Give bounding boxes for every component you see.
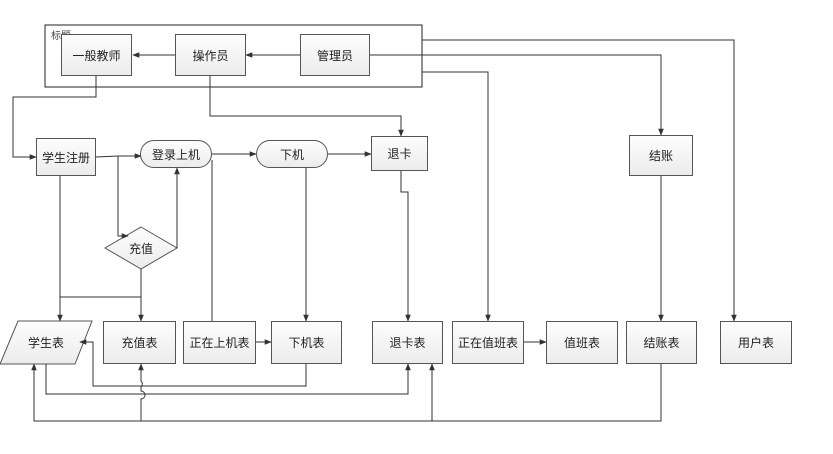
node-refund-table[interactable]: 退卡表 bbox=[372, 321, 443, 364]
edge-admin-ondutytable bbox=[422, 71, 491, 322]
student-table-shape bbox=[0, 320, 93, 365]
edge-studenttable-refundtable bbox=[45, 363, 411, 395]
roles-group-frame bbox=[44, 24, 423, 88]
node-student-table[interactable]: 学生表 bbox=[27, 336, 64, 350]
node-user-table[interactable]: 用户表 bbox=[720, 321, 792, 364]
edge-loop-rechargetable bbox=[138, 363, 146, 421]
node-checkout-table[interactable]: 结账表 bbox=[626, 321, 697, 364]
node-recharge[interactable]: 充值 bbox=[128, 241, 153, 256]
node-student-register[interactable]: 学生注册 bbox=[36, 138, 96, 176]
node-recharge-table[interactable]: 充值表 bbox=[103, 321, 176, 364]
edge-refund-refundtable bbox=[400, 171, 411, 322]
edge-logouttable-studenttable bbox=[79, 339, 307, 387]
node-refund[interactable]: 退卡 bbox=[371, 136, 428, 171]
edge-register-to-diamond bbox=[117, 156, 129, 239]
node-on-duty-table[interactable]: 正在值班表 bbox=[452, 321, 524, 364]
node-admin[interactable]: 管理员 bbox=[300, 34, 370, 76]
edge-operator-refund bbox=[209, 76, 404, 137]
node-online-table[interactable]: 正在上机表 bbox=[183, 321, 256, 364]
node-operator[interactable]: 操作员 bbox=[175, 34, 246, 76]
node-login[interactable]: 登录上机 bbox=[140, 140, 212, 168]
edge-teacher-register bbox=[12, 76, 97, 160]
node-checkout[interactable]: 结账 bbox=[629, 135, 693, 176]
edge-login-onlinetable bbox=[211, 160, 219, 333]
node-logout-table[interactable]: 下机表 bbox=[271, 321, 342, 364]
edge-checkouttable-loop bbox=[31, 363, 662, 422]
edge-admin-checkout bbox=[370, 54, 664, 136]
node-duty-table[interactable]: 值班表 bbox=[546, 321, 618, 364]
edge-admin-usertable bbox=[422, 39, 737, 322]
node-general-teacher[interactable]: 一般教师 bbox=[61, 34, 132, 76]
node-logout[interactable]: 下机 bbox=[256, 140, 328, 168]
